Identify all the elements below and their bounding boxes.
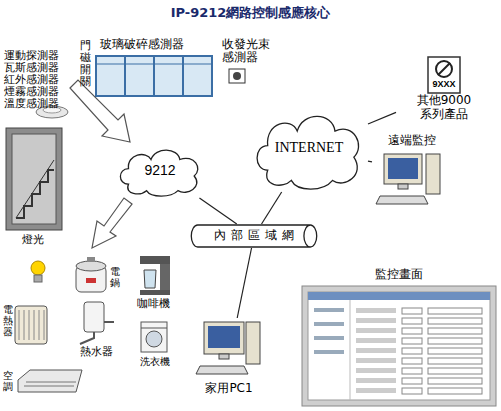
screen-field: [428, 368, 482, 374]
internet-cloud: INTERNET: [250, 105, 368, 192]
screen-row: [356, 358, 396, 363]
screen-field: [428, 388, 482, 394]
screen-row: [356, 388, 396, 393]
label: 熱水器: [80, 346, 113, 358]
screen-field: [428, 308, 482, 314]
screen-field: [428, 328, 482, 334]
network-link: [368, 161, 372, 163]
rice-cooker: [76, 257, 106, 292]
heater-fin: [34, 310, 35, 340]
screen-row: [356, 318, 396, 323]
remote-pc-node: 遠端監控: [372, 133, 452, 208]
screen-field: [428, 358, 482, 364]
label: 運動探測器 瓦斯感測器 紅外感測器 煙霧感測器 溫度感測器: [4, 50, 68, 110]
heater-fin: [19, 310, 20, 340]
screen-row: [356, 328, 396, 333]
screen-row: [356, 308, 396, 313]
screen-row: [356, 348, 396, 353]
screen-field: [402, 338, 422, 344]
heater-fin: [44, 310, 45, 340]
node-label: 9XXX: [432, 79, 455, 89]
network-link: [199, 198, 236, 224]
heater: [15, 306, 47, 344]
screen-field: [428, 378, 482, 384]
hollow-arrow: [92, 198, 132, 248]
node-label: 遠端監控: [388, 134, 436, 148]
screenshot: [302, 286, 496, 406]
screen-field: [402, 348, 422, 354]
screen-field: [428, 318, 482, 324]
network-link: [237, 248, 251, 318]
title: IP-9212網路控制感應核心: [0, 4, 501, 22]
remote-pc: [376, 154, 440, 204]
network-link: [262, 192, 282, 224]
hollow-arrow: [70, 80, 130, 142]
screen-row: [356, 338, 396, 343]
device-node: 9XXX 其他9000系列產品: [396, 55, 492, 130]
node-label: 監控畫面: [375, 268, 423, 282]
lan-cloud: 9212: [115, 143, 205, 198]
label: 咖啡機: [137, 298, 170, 310]
screen-field: [402, 368, 422, 374]
label: 洗衣機: [140, 356, 170, 367]
label: 空調: [3, 370, 13, 392]
heater-fin: [39, 310, 40, 340]
screen-field: [402, 318, 422, 324]
air-conditioner: [18, 370, 82, 392]
node-label: 內部區域網: [209, 229, 299, 243]
home-pc: [196, 322, 260, 374]
water-heater: [80, 302, 114, 344]
node-label: 9212: [144, 162, 175, 178]
label: 燈光: [22, 234, 44, 246]
device-9xxx: [428, 57, 460, 93]
screen-menu: [314, 336, 344, 340]
screen-field: [402, 378, 422, 384]
washing-machine: [141, 322, 167, 352]
network-link: [368, 112, 396, 124]
screen-row: [356, 378, 396, 383]
lan-tube: 內部區域網: [190, 224, 318, 248]
label: 玻璃破碎感測器: [100, 38, 184, 51]
label: 收發光束感測器: [222, 38, 272, 64]
node-caption: 其他9000系列產品: [415, 94, 473, 122]
screen-field: [428, 348, 482, 354]
node-label: INTERNET: [275, 140, 343, 156]
screen-menu: [314, 308, 344, 312]
screen-field: [402, 358, 422, 364]
node-label: 家用PC1: [205, 382, 252, 396]
screen-row: [356, 368, 396, 373]
heater-fin: [24, 310, 25, 340]
label: 電鍋: [110, 266, 120, 288]
safe: [6, 128, 62, 230]
screen-field: [428, 338, 482, 344]
heater-fin: [29, 310, 30, 340]
screen-menu: [314, 350, 344, 354]
beam-sensor: [229, 69, 245, 83]
screen-field: [402, 328, 422, 334]
label: 電熱器: [3, 304, 13, 337]
window: [96, 56, 212, 96]
screen-field: [402, 388, 422, 394]
lamp: [31, 261, 45, 282]
label: 門磁開關: [80, 40, 91, 88]
screen-menu: [314, 322, 344, 326]
screen-field: [402, 308, 422, 314]
coffee-machine: [140, 256, 170, 295]
monitor-screen-caption: 監控畫面: [300, 266, 497, 286]
home-pc-node: 家用PC1: [196, 318, 262, 398]
